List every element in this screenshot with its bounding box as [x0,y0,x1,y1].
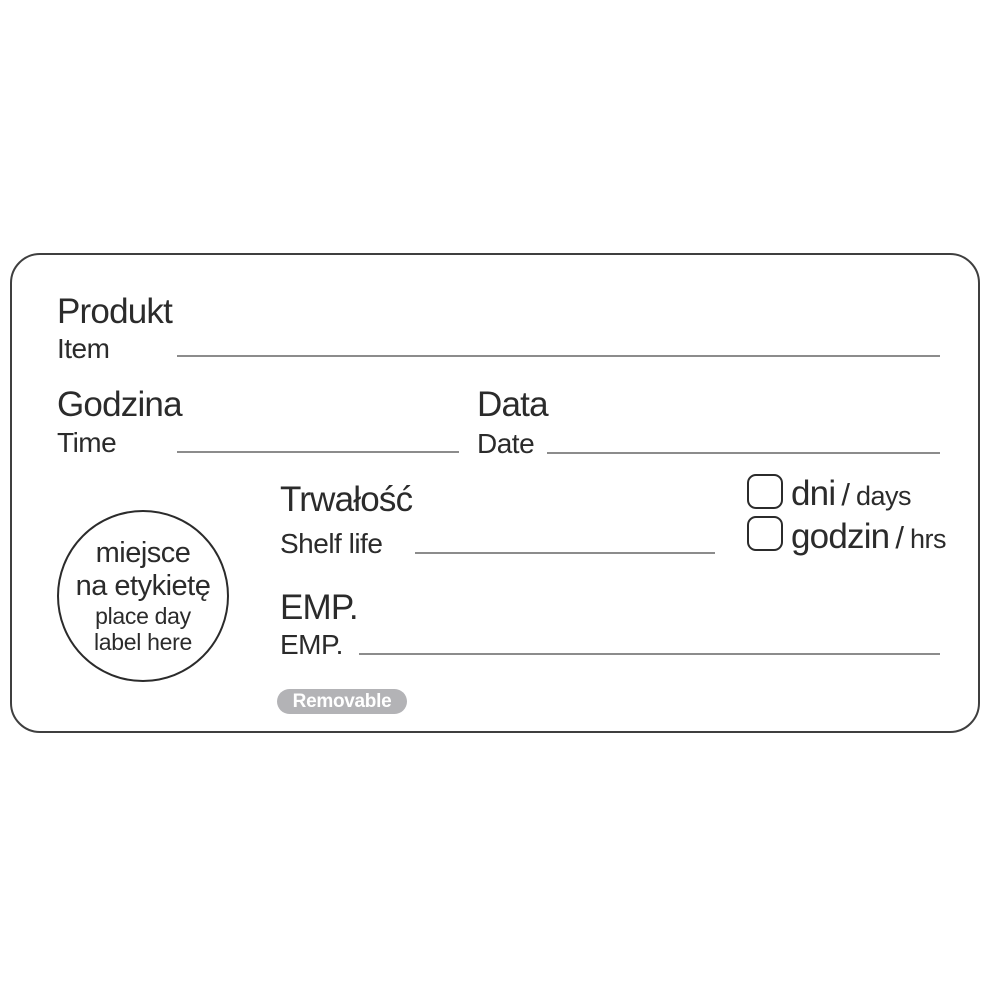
date-write-line[interactable] [547,452,940,454]
godzin-label-separator: / [895,520,904,555]
product-label-pl: Produkt [57,292,173,331]
date-label-en: Date [477,428,535,459]
dni-label-pl: dni [791,474,836,513]
dni-days-label: dni/days [791,474,911,514]
product-label-en: Item [57,333,110,364]
dni-label-en: days [855,481,912,511]
circle-text-line1: miejsce [95,537,191,569]
removable-badge-text: Removable [292,690,392,712]
godzin-hrs-checkbox[interactable] [747,516,783,551]
circle-text-line3: place day [95,603,191,629]
circle-text-line2: na etykietę [75,570,211,602]
godzin-hrs-label: godzin/hrs [791,517,946,557]
godzin-label-en: hrs [909,524,947,554]
food-rotation-label: Produkt Item Godzina Time Data Date Trwa… [10,253,980,733]
circle-text-line4: label here [93,629,193,655]
shelf-life-write-line[interactable] [415,552,715,554]
employee-write-line[interactable] [359,653,940,655]
time-label-pl: Godzina [57,385,183,424]
dni-label-separator: / [841,477,850,512]
day-label-placement-circle: miejsce na etykietę place day label here [57,510,229,682]
shelf-life-label-en: Shelf life [280,528,383,559]
employee-label-pl: EMP. [280,588,359,627]
removable-badge: Removable [277,689,407,714]
product-write-line[interactable] [177,355,940,357]
dni-days-checkbox[interactable] [747,474,783,509]
time-label-en: Time [57,427,117,458]
time-write-line[interactable] [177,451,459,453]
godzin-label-pl: godzin [791,517,890,556]
date-label-pl: Data [477,385,549,424]
shelf-life-label-pl: Trwałość [280,480,413,519]
employee-label-en: EMP. [280,629,343,660]
